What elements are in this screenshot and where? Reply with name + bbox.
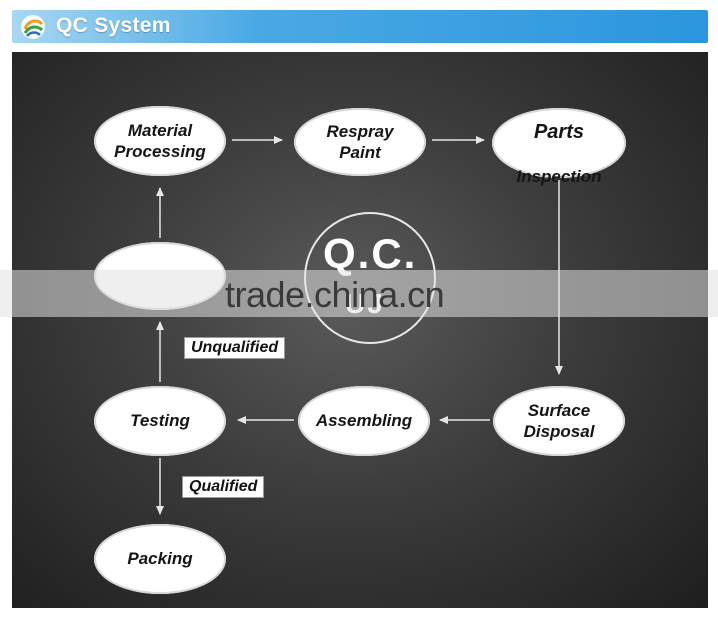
node-surface-disposal: Surface Disposal xyxy=(493,386,625,456)
node-assembling-label: Assembling xyxy=(315,411,413,431)
flow-arrows xyxy=(156,136,563,515)
qc-emblem-text: Q.C. xyxy=(323,230,418,277)
node-inspection-label: Inspection xyxy=(516,167,602,187)
header-bar: QC System xyxy=(12,10,708,43)
node-parts-label: Parts xyxy=(533,120,584,143)
node-parts-inspection-label: Parts Inspection xyxy=(516,99,601,188)
node-respray-paint-label: Respray Paint xyxy=(326,121,394,162)
node-testing: Testing xyxy=(94,386,226,456)
node-material-processing: Material Processing xyxy=(94,106,226,176)
node-material-processing-label: Material Processing xyxy=(114,120,206,161)
label-qualified: Qualified xyxy=(182,476,265,498)
qc-flow-diagram: Q.C. UJ Material Processing Respray Pain… xyxy=(12,52,708,608)
node-respray-paint: Respray Paint xyxy=(294,108,426,176)
watermark-text: trade.china.cn xyxy=(225,274,445,315)
node-packing-label: Packing xyxy=(127,549,193,569)
label-unqualified: Unqualified xyxy=(184,337,286,359)
node-surface-disposal-label: Surface Disposal xyxy=(523,400,595,441)
node-parts-inspection: Parts Inspection xyxy=(492,108,626,186)
node-assembling: Assembling xyxy=(298,386,430,456)
node-packing: Packing xyxy=(94,524,226,594)
watermark-banner xyxy=(0,270,718,317)
swirl-logo-icon xyxy=(21,15,45,39)
node-testing-label: Testing xyxy=(130,411,190,431)
page-title: QC System xyxy=(56,14,171,37)
